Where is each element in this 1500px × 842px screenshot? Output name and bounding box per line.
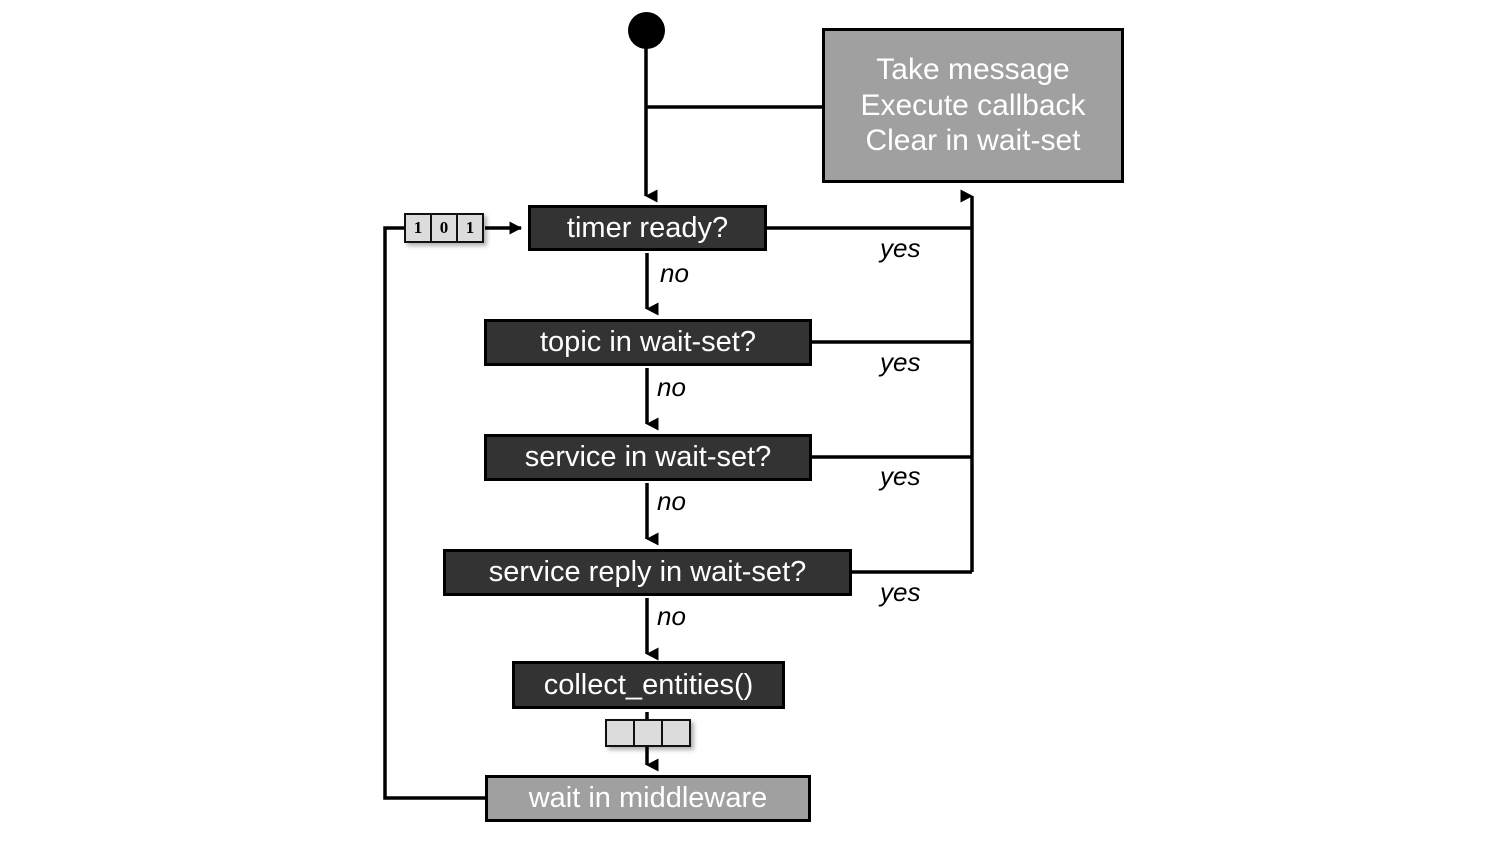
waitset-bit-cell[interactable]: 0 (430, 213, 458, 243)
node-collect-entities[interactable]: collect_entities() (512, 661, 785, 709)
edge-label-topic-no: no (657, 372, 686, 402)
edge-feedback-loop (383, 226, 485, 800)
edge-label-topic-yes: yes (880, 347, 921, 377)
node-wait-in-middleware[interactable]: wait in middleware (485, 775, 811, 822)
waitset-bit-cells[interactable]: 1 0 1 (404, 213, 484, 243)
edge-label-reply-yes: yes (880, 577, 921, 607)
entity-cell[interactable] (633, 719, 663, 747)
entity-cell[interactable] (661, 719, 691, 747)
edge-label-timer-no: no (660, 258, 689, 288)
waitset-bit-cell[interactable]: 1 (456, 213, 484, 243)
start-node (628, 12, 665, 49)
entity-cell[interactable] (605, 719, 635, 747)
node-service-reply-in-waitset[interactable]: service reply in wait-set? (443, 549, 852, 596)
node-service-in-waitset[interactable]: service in wait-set? (484, 434, 812, 481)
edge-label-service-no: no (657, 486, 686, 516)
node-timer-ready[interactable]: timer ready? (528, 205, 767, 251)
edge-label-timer-yes: yes (880, 233, 921, 263)
node-topic-in-waitset[interactable]: topic in wait-set? (484, 319, 812, 366)
edge-label-service-yes: yes (880, 461, 921, 491)
edge-label-reply-no: no (657, 601, 686, 631)
node-take-message[interactable]: Take message Execute callback Clear in w… (822, 28, 1124, 183)
entity-cells[interactable] (605, 719, 691, 747)
waitset-bit-cell[interactable]: 1 (404, 213, 432, 243)
